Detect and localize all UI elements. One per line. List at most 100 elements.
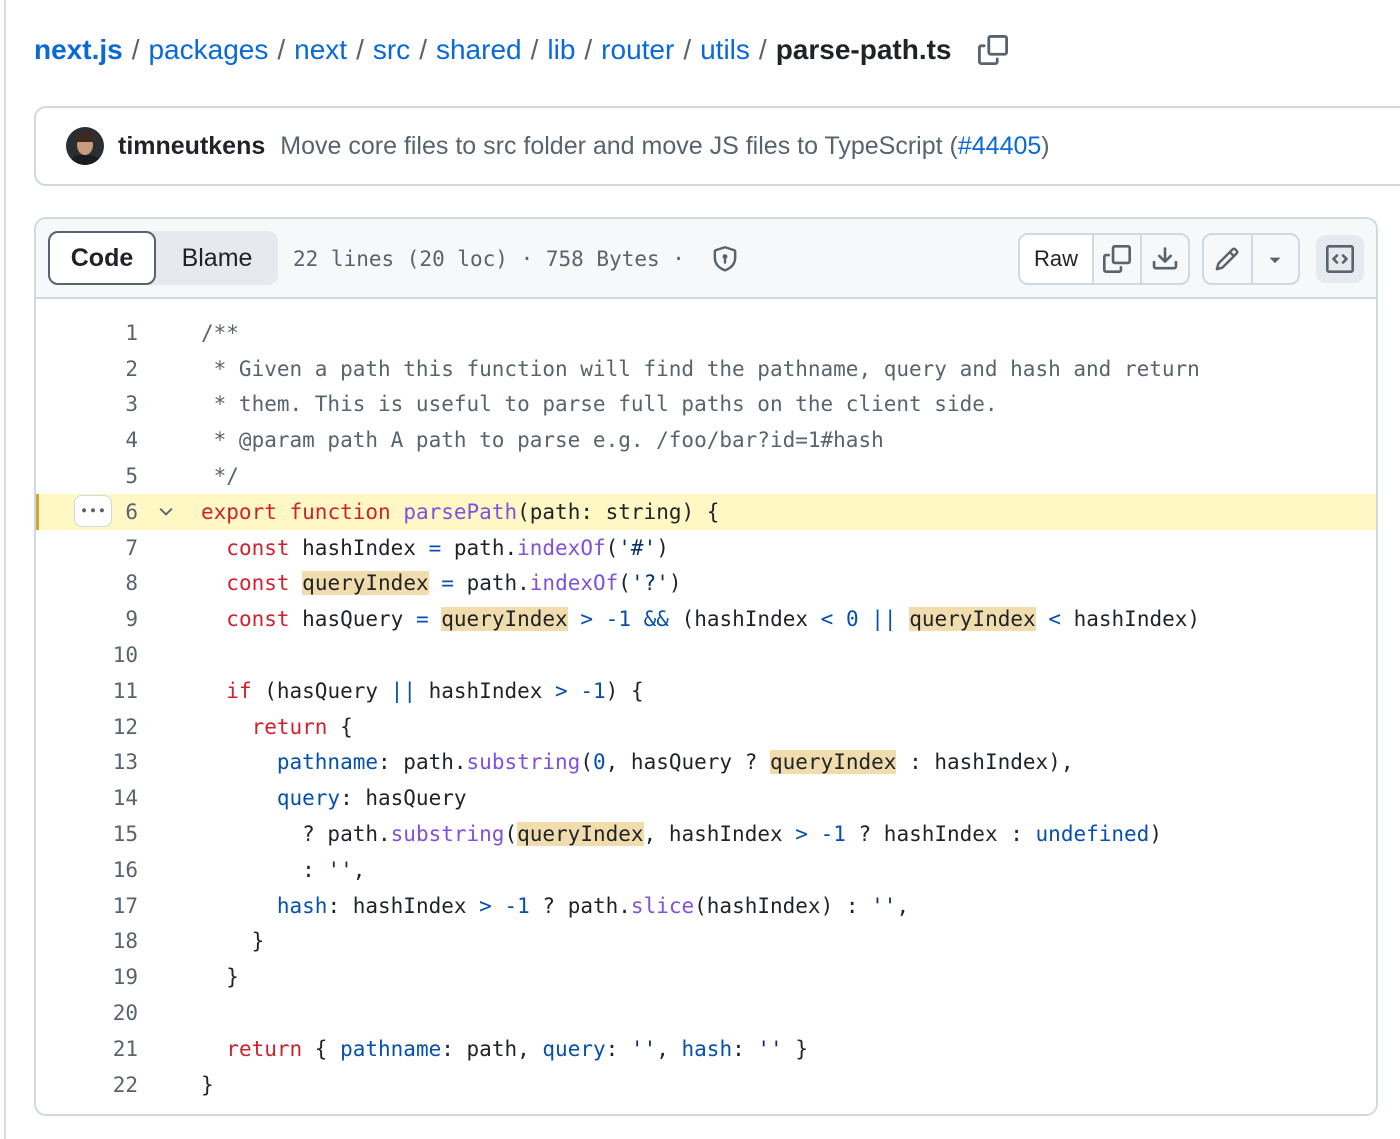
commit-message[interactable]: Move core files to src folder and move J…: [280, 131, 1050, 160]
breadcrumb-separator: /: [758, 34, 767, 65]
line-number[interactable]: 4: [125, 428, 138, 453]
code-text: }: [201, 1072, 214, 1097]
code-line[interactable]: 5 */: [36, 458, 1376, 494]
line-number[interactable]: 10: [112, 643, 138, 668]
line-number[interactable]: 22: [112, 1072, 138, 1097]
line-number[interactable]: 11: [112, 678, 138, 703]
view-toggle: Code Blame: [48, 231, 278, 285]
breadcrumb-link-src[interactable]: src: [372, 34, 411, 65]
symbols-panel-button[interactable]: [1316, 235, 1364, 283]
code-line[interactable]: 8 const queryIndex = path.indexOf('?'): [36, 566, 1376, 602]
breadcrumb-link-router[interactable]: router: [601, 34, 675, 65]
line-number[interactable]: 3: [125, 392, 138, 417]
commit-author-link[interactable]: timneutkens: [118, 131, 266, 160]
code-line[interactable]: 16 : '',: [36, 852, 1376, 888]
code-line[interactable]: 20: [36, 995, 1376, 1031]
line-number[interactable]: 6: [125, 499, 138, 524]
line-number[interactable]: 13: [112, 750, 138, 775]
breadcrumb-separator: /: [131, 34, 140, 65]
fold-toggle[interactable]: [156, 502, 176, 522]
chevron-down-icon: [159, 508, 173, 516]
code-line[interactable]: 19 }: [36, 959, 1376, 995]
code-text: return {: [251, 714, 353, 739]
code-line[interactable]: 4 * @param path A path to parse e.g. /fo…: [36, 422, 1376, 458]
code-text: query: hasQuery: [276, 786, 467, 811]
copy-path-button[interactable]: [976, 33, 1010, 67]
code-text: pathname: path.substring(0, hasQuery ? q…: [276, 750, 1074, 775]
line-number[interactable]: 15: [112, 822, 138, 847]
line-number[interactable]: 14: [112, 786, 138, 811]
code-line[interactable]: 3 * them. This is useful to parse full p…: [36, 387, 1376, 423]
download-raw-button[interactable]: [1140, 235, 1188, 283]
breadcrumb-link-lib[interactable]: lib: [547, 34, 576, 65]
code-line[interactable]: 17 hash: hashIndex > -1 ? path.slice(has…: [36, 888, 1376, 924]
code-text: hash: hashIndex > -1 ? path.slice(hashIn…: [276, 893, 910, 918]
shield-icon: [713, 246, 736, 272]
file-stats: 22 lines (20 loc) · 758 Bytes ·: [293, 247, 698, 271]
line-number[interactable]: 16: [112, 857, 138, 882]
line-number[interactable]: 5: [125, 464, 138, 489]
tab-blame[interactable]: Blame: [181, 243, 253, 272]
code-text: }: [201, 965, 239, 990]
code-line[interactable]: 21 return { pathname: path, query: '', h…: [36, 1031, 1376, 1067]
breadcrumb-link-shared[interactable]: shared: [435, 34, 522, 65]
line-number[interactable]: 20: [112, 1001, 138, 1026]
breadcrumb-separator: /: [277, 34, 286, 65]
avatar[interactable]: [66, 127, 104, 165]
code-security-indicator[interactable]: [712, 244, 742, 274]
code-line[interactable]: 11 if (hasQuery || hashIndex > -1) {: [36, 673, 1376, 709]
breadcrumb-repo-link[interactable]: next.js: [34, 34, 123, 65]
tab-code[interactable]: Code: [48, 231, 156, 285]
code-line[interactable]: 22}: [36, 1067, 1376, 1103]
code-line[interactable]: 10: [36, 637, 1376, 673]
line-number[interactable]: 2: [125, 356, 138, 381]
more-edit-options-button[interactable]: [1250, 235, 1298, 283]
code-text: : '',: [201, 857, 366, 882]
code-line[interactable]: 1 /**: [36, 315, 1376, 351]
line-number[interactable]: 12: [112, 714, 138, 739]
code-text: /**: [201, 320, 239, 345]
code-line[interactable]: 14 query: hasQuery: [36, 780, 1376, 816]
line-options-button[interactable]: [74, 494, 112, 527]
breadcrumb-link-packages[interactable]: packages: [148, 34, 269, 65]
code-line[interactable]: 7 const hashIndex = path.indexOf('#'): [36, 530, 1376, 566]
code-view[interactable]: 1 /** 2 * Given a path this function will …: [36, 315, 1376, 1103]
triangle-down-icon: [1270, 257, 1281, 263]
line-number[interactable]: 8: [125, 571, 138, 596]
code-text: ? path.substring(queryIndex, hashIndex >…: [201, 822, 1162, 847]
line-number[interactable]: 18: [112, 929, 138, 954]
line-number[interactable]: 17: [112, 893, 138, 918]
line-number[interactable]: 21: [112, 1036, 138, 1061]
code-line[interactable]: 13 pathname: path.substring(0, hasQuery …: [36, 745, 1376, 781]
code-line[interactable]: 18 }: [36, 924, 1376, 960]
breadcrumb-link-next[interactable]: next: [294, 34, 348, 65]
code-line[interactable]: 15 ? path.substring(queryIndex, hashInde…: [36, 816, 1376, 852]
raw-button[interactable]: Raw: [1020, 235, 1092, 283]
code-text: if (hasQuery || hashIndex > -1) {: [226, 678, 644, 703]
line-number[interactable]: 9: [125, 607, 138, 632]
breadcrumb-link-utils[interactable]: utils: [700, 34, 750, 65]
code-text: const queryIndex = path.indexOf('?'): [226, 571, 682, 596]
line-number[interactable]: 7: [125, 535, 138, 560]
line-number[interactable]: 1: [125, 320, 138, 345]
code-text: * @param path A path to parse e.g. /foo/…: [201, 428, 884, 453]
code-text: const hashIndex = path.indexOf('#'): [226, 535, 669, 560]
code-text: }: [201, 929, 265, 954]
code-text: */: [201, 464, 239, 489]
code-line[interactable]: 9 const hasQuery = queryIndex > -1 && (h…: [36, 601, 1376, 637]
breadcrumb-separator: /: [683, 34, 692, 65]
code-line[interactable]: 6 export function parsePath(path: string)…: [36, 493, 1376, 530]
breadcrumb-separator: /: [530, 34, 539, 65]
left-divider: [4, 0, 6, 1139]
pull-request-link[interactable]: #44405: [957, 131, 1042, 160]
file-info: 22 lines (20 loc) · 758 Bytes ·: [293, 219, 742, 299]
code-text: export function parsePath(path: string) …: [201, 499, 720, 524]
code-line[interactable]: 12 return {: [36, 709, 1376, 745]
edit-file-button[interactable]: [1204, 235, 1251, 283]
code-square-icon: [1326, 245, 1354, 273]
breadcrumb-separator: /: [419, 34, 427, 65]
copy-raw-button[interactable]: [1092, 235, 1140, 283]
code-text: * Given a path this function will find t…: [201, 356, 1200, 381]
line-number[interactable]: 19: [112, 965, 138, 990]
code-line[interactable]: 2 * Given a path this function will find…: [36, 351, 1376, 387]
